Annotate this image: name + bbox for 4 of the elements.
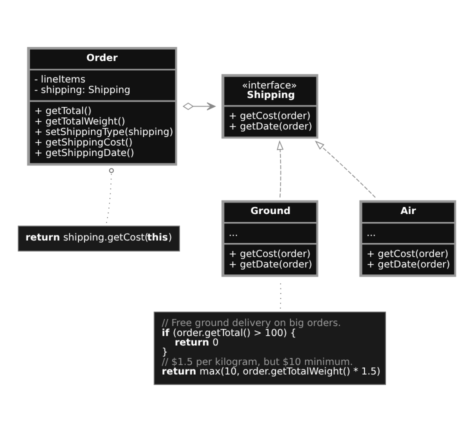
arrow	[276, 140, 284, 198]
arrow	[314, 140, 376, 198]
connector	[106, 168, 114, 224]
arrow	[182, 102, 216, 110]
